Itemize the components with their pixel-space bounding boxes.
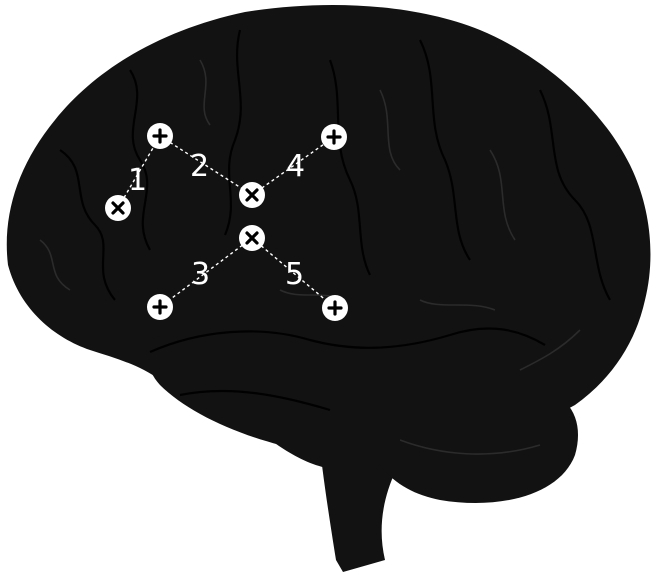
fold-detail-1 — [199, 59, 211, 126]
lateral-sulcus — [149, 327, 546, 354]
pair-label-5: 5 — [285, 257, 304, 292]
link-pair-3 — [159, 237, 253, 308]
fold-detail-5 — [419, 299, 496, 311]
link-pair-2 — [159, 135, 253, 196]
occipital-fold — [539, 89, 611, 301]
electrode-minus-icon — [239, 182, 265, 208]
fold-detail-3 — [489, 149, 516, 241]
pair-label-4: 4 — [286, 149, 305, 184]
electrode-minus-icon — [239, 225, 265, 251]
electrode-plus-icon — [147, 123, 173, 149]
central-sulcus — [328, 59, 371, 276]
frontal-fold-3 — [59, 149, 116, 301]
temporal-fold — [179, 389, 331, 412]
electrode-plus-icon — [322, 295, 348, 321]
electrodes — [105, 123, 348, 321]
link-pair-1 — [117, 135, 161, 209]
frontal-fold-1 — [223, 29, 242, 236]
pair-labels: 1 2 3 4 5 — [128, 149, 305, 292]
parietal-fold — [419, 39, 471, 261]
pair-label-2: 2 — [190, 149, 209, 184]
fold-detail-2 — [379, 89, 401, 171]
temporal-lobe — [146, 329, 373, 450]
brain-silhouette — [6, 5, 651, 572]
electrode-plus-icon — [321, 124, 347, 150]
pair-label-1: 1 — [128, 163, 147, 198]
fold-detail-8 — [399, 439, 541, 455]
link-pair-4 — [251, 136, 335, 196]
electrode-plus-icon — [147, 294, 173, 320]
electrode-links — [117, 135, 336, 309]
electrode-minus-icon — [105, 195, 131, 221]
frontal-fold-2 — [129, 69, 151, 251]
link-pair-5 — [251, 237, 336, 309]
fold-detail-4 — [39, 239, 71, 291]
brain-folds — [39, 29, 611, 455]
fold-detail-7 — [519, 329, 581, 371]
pair-label-3: 3 — [191, 257, 210, 292]
